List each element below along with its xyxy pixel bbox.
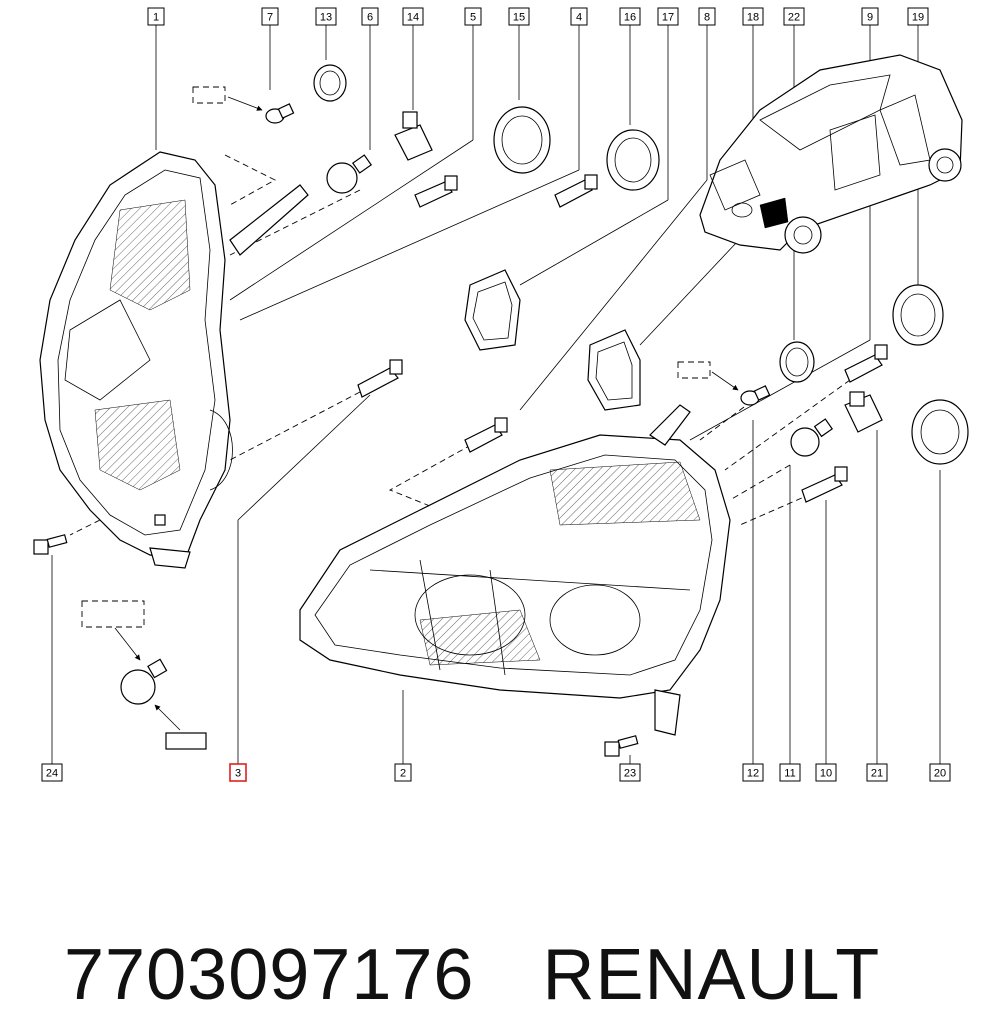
callout-number: 24 — [46, 768, 58, 780]
callout-number: 1 — [153, 12, 159, 24]
left-headlamp — [39, 151, 309, 569]
callout-3: 3 — [229, 763, 247, 782]
cover-16 — [606, 129, 660, 191]
screw-24 — [33, 534, 68, 555]
callout-12: 12 — [742, 763, 764, 782]
bulb-holder-14 — [394, 111, 433, 161]
callout-9: 9 — [861, 7, 879, 26]
callout-5: 5 — [464, 7, 482, 26]
socket-ring-13 — [313, 64, 347, 102]
bulb-holder-9 — [844, 344, 888, 383]
callout-6: 6 — [361, 7, 379, 26]
label-box — [677, 361, 711, 379]
screw-23 — [604, 735, 639, 757]
cover-19 — [892, 284, 944, 346]
bulb-11 — [790, 418, 834, 457]
label-box — [192, 86, 226, 104]
callout-14: 14 — [402, 7, 424, 26]
cover-15 — [493, 106, 551, 174]
bulb-w5w-right — [740, 385, 771, 406]
callout-number: 7 — [267, 12, 273, 24]
bulb-6 — [326, 154, 373, 194]
callout-8: 8 — [698, 7, 716, 26]
callout-1: 1 — [147, 7, 165, 26]
bulb-holder-5 — [414, 175, 458, 208]
callout-18: 18 — [742, 7, 764, 26]
bulb-bottom-left — [120, 658, 168, 705]
callout-number: 15 — [513, 12, 525, 24]
callout-number: 5 — [470, 12, 476, 24]
callout-number: 21 — [871, 768, 883, 780]
callout-number: 20 — [934, 768, 946, 780]
callout-number: 11 — [784, 768, 795, 780]
callout-number: 17 — [662, 12, 674, 24]
callout-15: 15 — [508, 7, 530, 26]
callout-22: 22 — [783, 7, 805, 26]
callout-number: 13 — [320, 12, 332, 24]
callout-number: 9 — [867, 12, 873, 24]
callout-number: 18 — [747, 12, 759, 24]
callout-number: 22 — [788, 12, 800, 24]
callout-number: 3 — [235, 768, 241, 780]
right-headlamp — [299, 404, 731, 736]
label-box — [81, 600, 145, 628]
bulb-holder-10 — [801, 466, 848, 503]
callout-20: 20 — [929, 763, 951, 782]
callout-17: 17 — [657, 7, 679, 26]
cover-17 — [464, 269, 521, 351]
callout-11: 11 — [779, 763, 801, 782]
bulb-holder-3 — [357, 359, 403, 398]
callout-number: 12 — [747, 768, 759, 780]
brand-name: RENAULT — [542, 935, 881, 1015]
callout-number: 16 — [624, 12, 636, 24]
footer-caption: 7703097176 RENAULT — [22, 852, 880, 1015]
car-illustration — [699, 54, 963, 254]
callout-24: 24 — [41, 763, 63, 782]
callout-16: 16 — [619, 7, 641, 26]
bulb-w5w-top — [265, 103, 295, 124]
callout-7: 7 — [261, 7, 279, 26]
cover-20 — [911, 399, 969, 465]
label-box — [165, 732, 207, 750]
callout-10: 10 — [815, 763, 837, 782]
part-number: 7703097176 — [64, 935, 475, 1015]
bulb-holder-4 — [554, 174, 598, 208]
callout-4: 4 — [570, 7, 588, 26]
callout-number: 23 — [624, 768, 636, 780]
callout-number: 8 — [704, 12, 710, 24]
callout-21: 21 — [866, 763, 888, 782]
callout-number: 10 — [820, 768, 832, 780]
callout-23: 23 — [619, 763, 641, 782]
callout-number: 2 — [400, 768, 406, 780]
callout-number: 4 — [576, 12, 582, 24]
callout-2: 2 — [394, 763, 412, 782]
socket-ring-22 — [779, 341, 815, 383]
bulb-holder-mid — [464, 417, 508, 453]
bulb-holder-21 — [844, 391, 883, 433]
callout-13: 13 — [315, 7, 337, 26]
callout-19: 19 — [907, 7, 929, 26]
cover-18 — [587, 329, 641, 411]
callout-number: 6 — [367, 12, 373, 24]
callout-number: 14 — [407, 12, 419, 24]
callout-number: 19 — [912, 12, 924, 24]
